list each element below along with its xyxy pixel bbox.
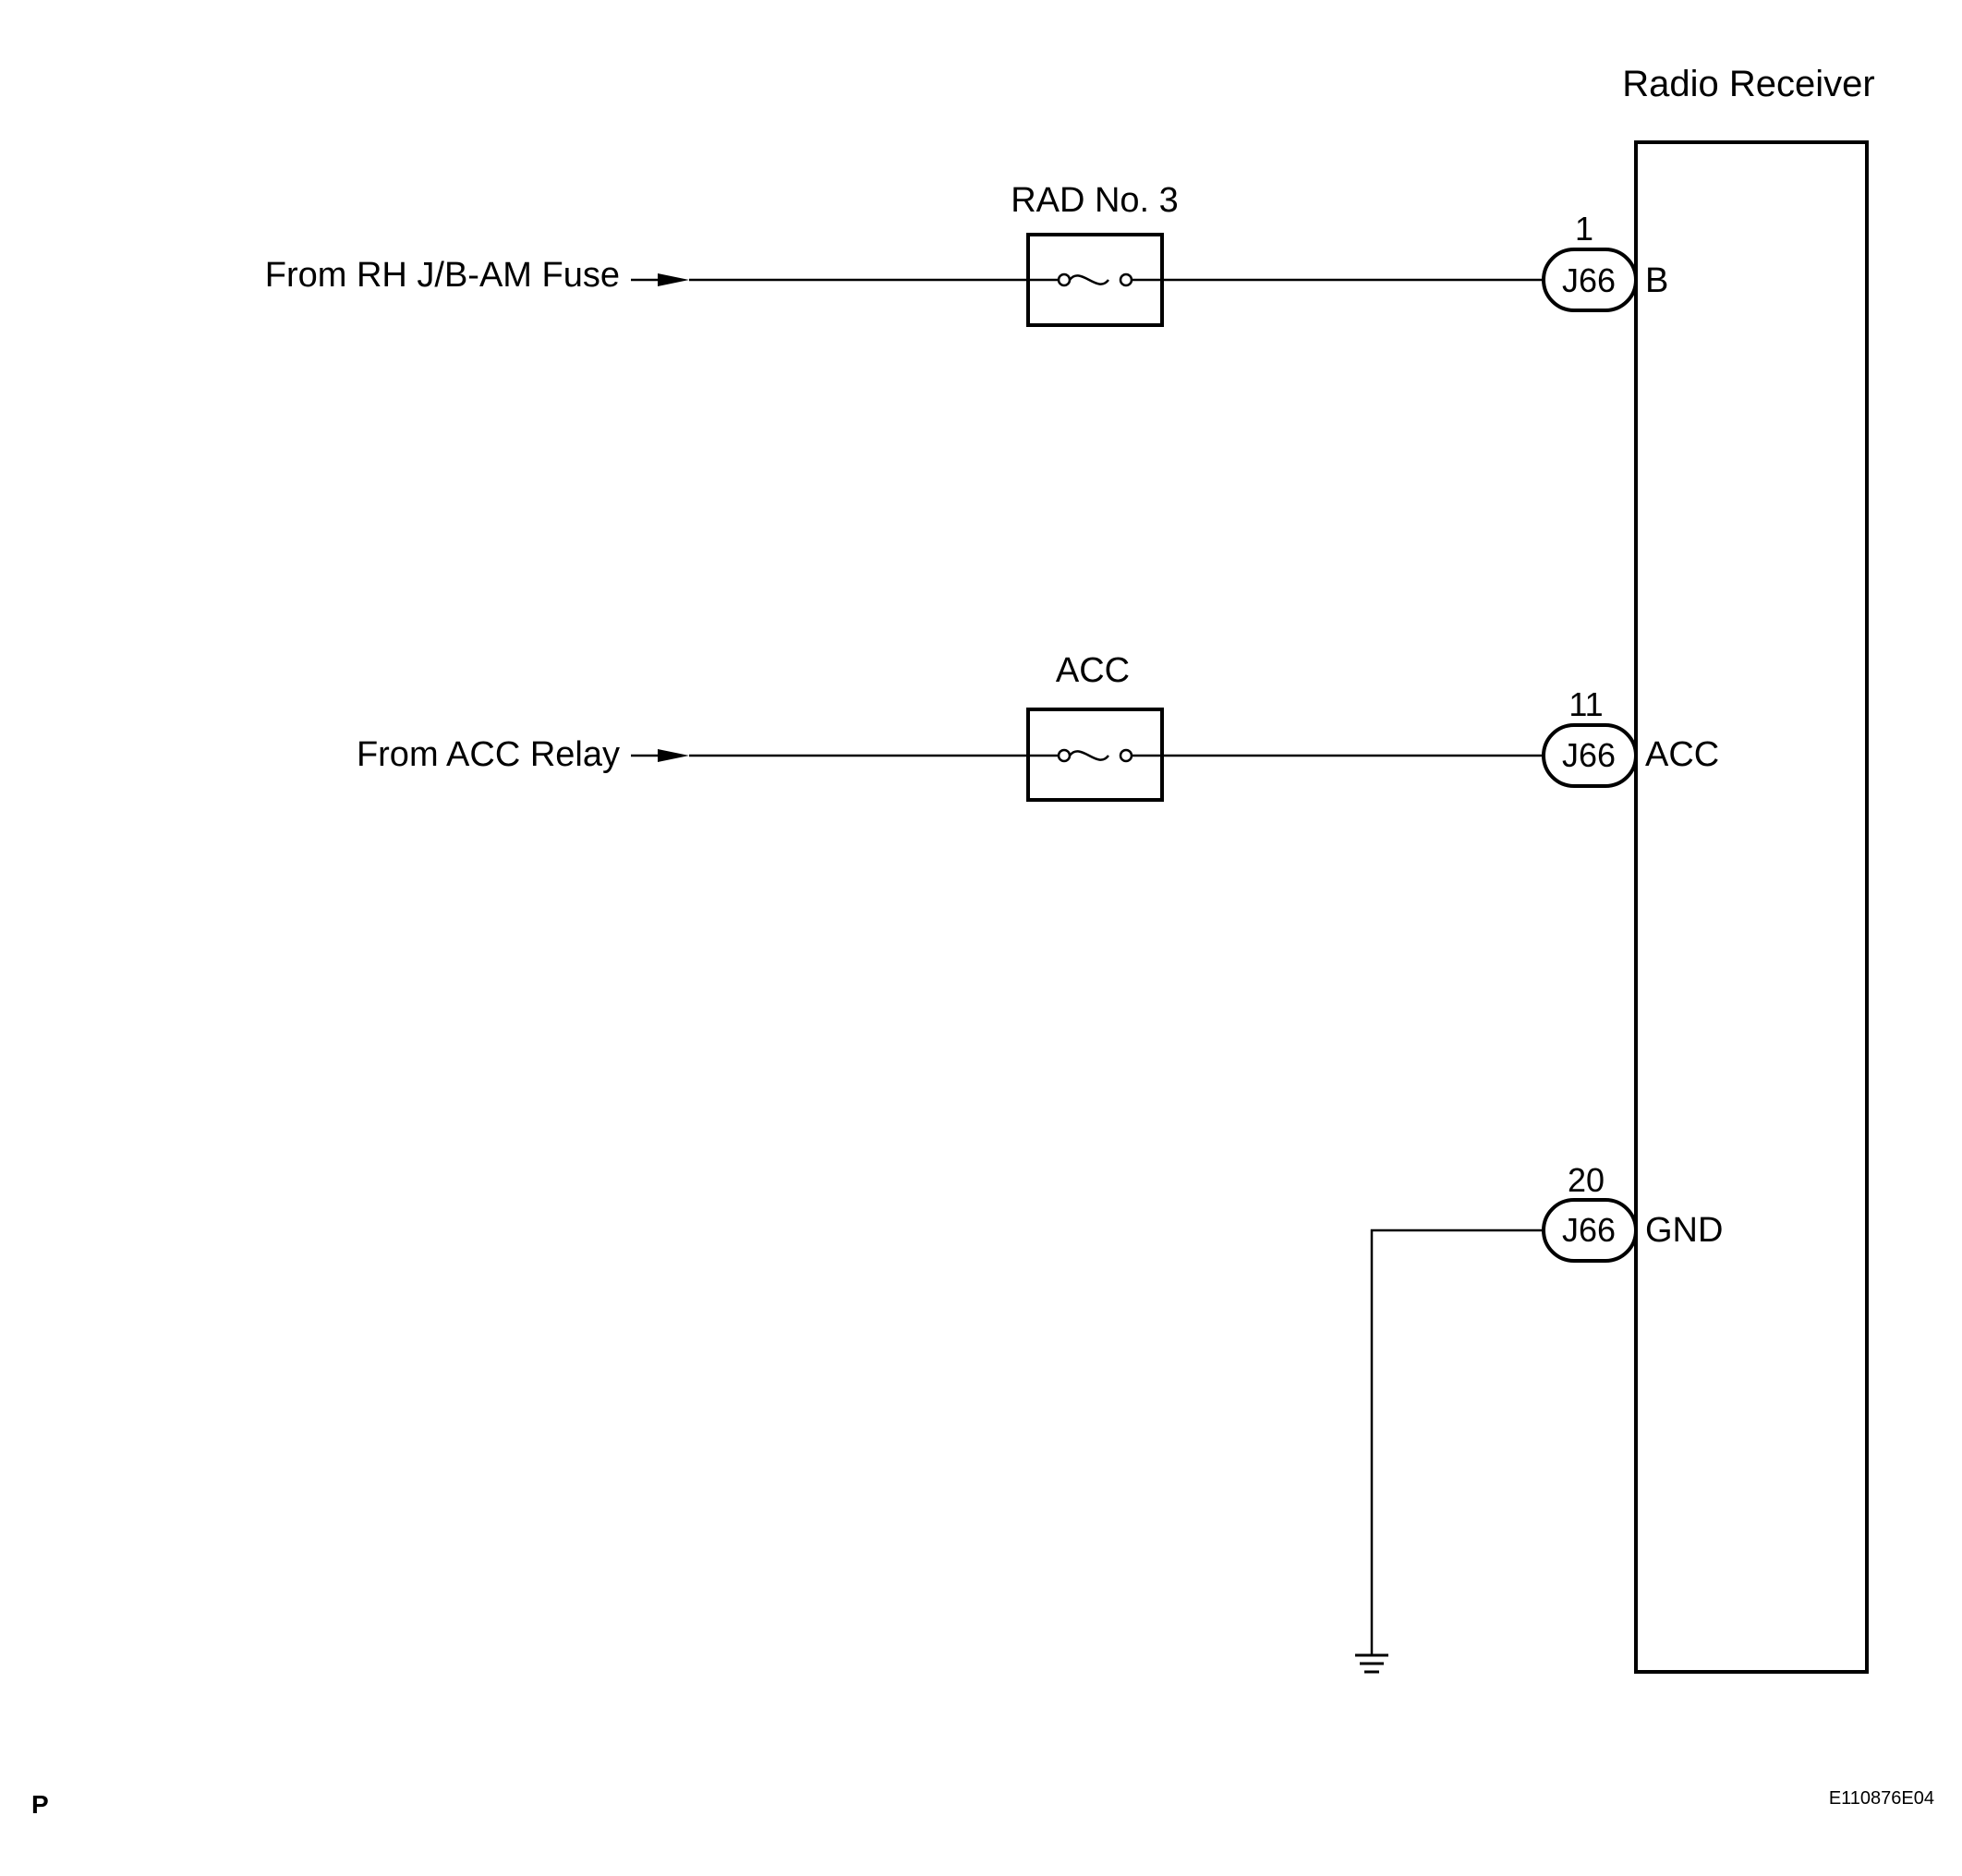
connector-code-gnd: J66: [1562, 1211, 1616, 1249]
pin-number-b: 1: [1575, 210, 1593, 248]
input-label-acc: From ACC Relay: [357, 735, 620, 774]
connector-b: [1542, 248, 1638, 312]
connector-acc: [1542, 723, 1638, 788]
figure-id: E110876E04: [1829, 1788, 1934, 1809]
page-code: P: [31, 1790, 49, 1819]
fuse-acc-icon: [1028, 748, 1162, 763]
wire-gnd: [1370, 1228, 1544, 1655]
terminal-gnd: GND: [1645, 1211, 1723, 1250]
fuse-rad3-icon: [1028, 272, 1162, 287]
connector-code-acc: J66: [1562, 736, 1616, 774]
arrow-head-acc: [658, 749, 689, 762]
input-label-b: From RH J/B-AM Fuse: [265, 256, 620, 295]
radio-receiver-body: [1634, 140, 1869, 1674]
connector-code-b: J66: [1562, 261, 1616, 299]
terminal-acc: ACC: [1645, 735, 1719, 774]
pin-number-acc: 11: [1568, 685, 1603, 723]
terminal-b: B: [1645, 261, 1668, 300]
fuse-label-acc: ACC: [1056, 651, 1130, 690]
arrow-head-b: [658, 273, 689, 286]
fuse-label-rad3: RAD No. 3: [1011, 181, 1179, 220]
component-title: Radio Receiver: [1622, 64, 1874, 104]
ground-icon: [1355, 1653, 1388, 1674]
pin-number-gnd: 20: [1568, 1161, 1605, 1199]
